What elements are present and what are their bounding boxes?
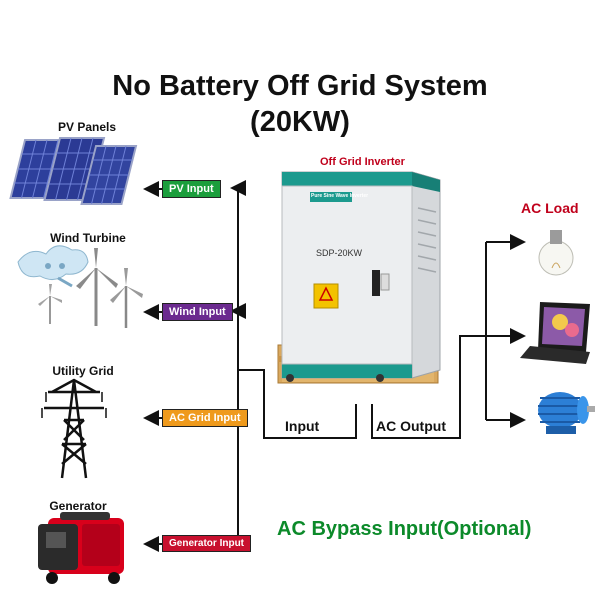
inverter-caption: Off Grid Inverter	[320, 156, 405, 168]
source-arrows	[143, 181, 162, 552]
wind-turbine-icon	[17, 245, 143, 328]
generator-input-tag: Generator Input	[162, 535, 252, 552]
ac-output-label: AC Output	[376, 418, 446, 434]
power-tower-icon	[41, 378, 107, 479]
solar-panel-icon	[9, 137, 138, 205]
inverter-model: SDP-20KW	[316, 248, 363, 258]
output-lines	[371, 234, 526, 439]
source-label-generator: Generator	[49, 499, 107, 513]
ac-load-label: AC Load	[521, 200, 579, 216]
diagram-title: No Battery Off Grid System	[112, 70, 488, 102]
inverter-cabinet	[277, 171, 441, 384]
wind-input-tag: Wind Input	[162, 303, 233, 321]
input-label: Input	[285, 418, 320, 434]
source-label-grid: Utility Grid	[52, 364, 114, 378]
ac-grid-input-tag: AC Grid Input	[162, 409, 248, 427]
diagram-subtitle: (20KW)	[250, 106, 350, 138]
ac-bypass-note: AC Bypass Input(Optional)	[277, 518, 532, 540]
pv-input-tag: PV Input	[162, 180, 221, 198]
light-bulb-icon	[538, 230, 574, 276]
source-label-wind: Wind Turbine	[50, 231, 126, 245]
generator-icon	[38, 512, 124, 584]
inverter-panel-text: Pure Sine Wave Inverter	[311, 193, 369, 199]
electric-motor-icon	[538, 392, 595, 434]
laptop-icon	[520, 302, 590, 364]
source-label-pv: PV Panels	[57, 120, 117, 134]
